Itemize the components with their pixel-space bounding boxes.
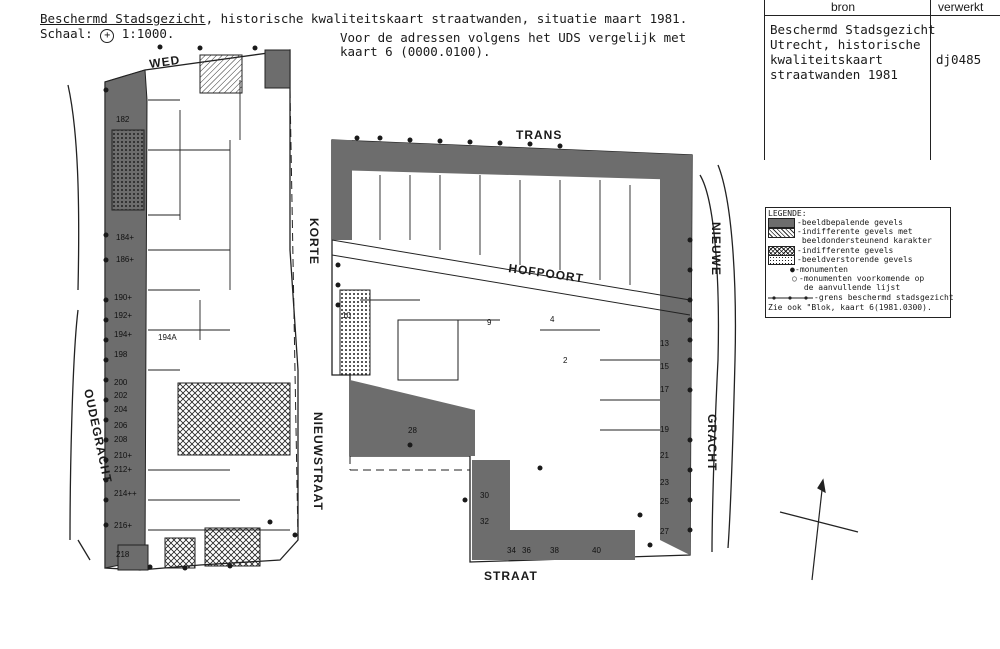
house-number: 182 bbox=[116, 115, 130, 124]
swatch-beeldbepalend bbox=[768, 218, 795, 228]
house-number: 2 bbox=[563, 356, 568, 365]
address-note-2: kaart 6 (0000.0100). bbox=[340, 44, 491, 59]
house-number: 28 bbox=[408, 426, 417, 435]
street-nieuwe: NIEUWE bbox=[709, 222, 723, 276]
scale-value: 1:1000. bbox=[121, 26, 175, 41]
house-number: 36 bbox=[522, 546, 531, 555]
house-number: 194+ bbox=[114, 330, 132, 339]
title-underlined: Beschermd Stadsgezicht bbox=[40, 11, 206, 26]
scale-line: Schaal: + 1:1000. bbox=[40, 26, 174, 43]
swatch-indifferent-ondersteunend bbox=[768, 228, 795, 238]
legend-item-7: -grens beschermd stadsgezicht bbox=[814, 293, 954, 302]
street-nieuwstraat: NIEUWSTRAAT bbox=[311, 412, 325, 511]
house-number: 32 bbox=[480, 517, 489, 526]
house-number: 210+ bbox=[114, 451, 132, 460]
address-note-1: Voor de adressen volgens het UDS vergeli… bbox=[340, 30, 687, 45]
house-number: 206 bbox=[114, 421, 128, 430]
house-number: 17 bbox=[660, 385, 669, 394]
house-number: 218 bbox=[116, 550, 130, 559]
house-number: 198 bbox=[114, 350, 128, 359]
house-number: 15 bbox=[660, 362, 669, 371]
house-number: 21 bbox=[660, 451, 669, 460]
house-number: 186+ bbox=[116, 255, 134, 264]
verwerkt-header: verwerkt bbox=[938, 0, 984, 14]
archive-code: dj0485 bbox=[936, 52, 982, 67]
street-trans: TRANS bbox=[516, 128, 562, 142]
house-number: 30 bbox=[480, 491, 489, 500]
house-number: 38 bbox=[550, 546, 559, 555]
swatch-beeldverstorend bbox=[768, 255, 795, 265]
house-number: 204 bbox=[114, 405, 128, 414]
house-number: 202 bbox=[114, 391, 128, 400]
house-number: 23 bbox=[660, 478, 669, 487]
scale-label: Schaal: bbox=[40, 26, 93, 41]
legend-item-6: -monumenten voorkomende op de aanvullend… bbox=[799, 274, 925, 292]
house-number: 194A bbox=[158, 333, 177, 342]
west-block bbox=[104, 49, 299, 571]
legend-title: LEGENDE: bbox=[768, 209, 807, 218]
house-number: 190+ bbox=[114, 293, 132, 302]
legend-item-2: -indifferente gevels met beeldondersteun… bbox=[797, 227, 932, 245]
title-rest: , historische kwaliteitskaart straatwand… bbox=[205, 11, 688, 26]
house-number: 192+ bbox=[114, 311, 132, 320]
scale-symbol: + bbox=[100, 29, 115, 43]
house-number: 216+ bbox=[114, 521, 132, 530]
canal-lines bbox=[67, 84, 737, 561]
bron-header: bron bbox=[831, 0, 856, 14]
street-wed: WED bbox=[148, 53, 181, 71]
house-number: 25 bbox=[660, 497, 669, 506]
street-korte: KORTE bbox=[307, 218, 321, 265]
house-number: 200 bbox=[114, 378, 128, 387]
map-title: Beschermd Stadsgezicht, historische kwal… bbox=[40, 11, 687, 26]
house-number: 212+ bbox=[114, 465, 132, 474]
supplementary-monument-icon: ○ bbox=[792, 274, 797, 283]
table-header-rule bbox=[764, 15, 1000, 16]
legend-item-5: -monumenten bbox=[795, 265, 848, 274]
legend-item-3: -indifferente gevels bbox=[797, 246, 894, 255]
bron-column bbox=[764, 0, 931, 160]
legend-item-4: -beeldverstorende gevels bbox=[797, 255, 913, 264]
north-arrow-icon bbox=[779, 478, 859, 581]
house-number: 10 bbox=[342, 311, 351, 320]
house-number: 184+ bbox=[116, 233, 134, 242]
house-number: 13 bbox=[660, 339, 669, 348]
boundary-line-icon bbox=[768, 296, 813, 300]
legend-box: LEGENDE: -beeldbepalende gevels -indiffe… bbox=[765, 207, 954, 318]
street-straat: STRAAT bbox=[484, 569, 538, 583]
house-number: 9 bbox=[487, 318, 492, 327]
east-block bbox=[331, 139, 693, 563]
house-number: 40 bbox=[592, 546, 601, 555]
legend-item-1: -beeldbepalende gevels bbox=[797, 218, 903, 227]
monument-dot-icon: ● bbox=[790, 265, 795, 274]
house-number: 27 bbox=[660, 527, 669, 536]
house-number: 19 bbox=[660, 425, 669, 434]
house-number: 4 bbox=[550, 315, 555, 324]
metadata-table: bron verwerkt Beschermd Stadsgezicht Utr… bbox=[764, 0, 1000, 160]
legend-see-also: Zie ook "Blok, kaart 6(1981.0300). bbox=[768, 303, 932, 312]
house-numbers: 182 184+ 186+ 190+ 192+ 194+ 194A 198 20… bbox=[114, 115, 669, 559]
house-number: 208 bbox=[114, 435, 128, 444]
house-number: 214++ bbox=[114, 489, 137, 498]
house-number: 34 bbox=[507, 546, 516, 555]
monument-dots bbox=[103, 44, 693, 571]
street-gracht: GRACHT bbox=[705, 414, 719, 471]
source-text: Beschermd Stadsgezicht Utrecht, historis… bbox=[770, 22, 936, 82]
